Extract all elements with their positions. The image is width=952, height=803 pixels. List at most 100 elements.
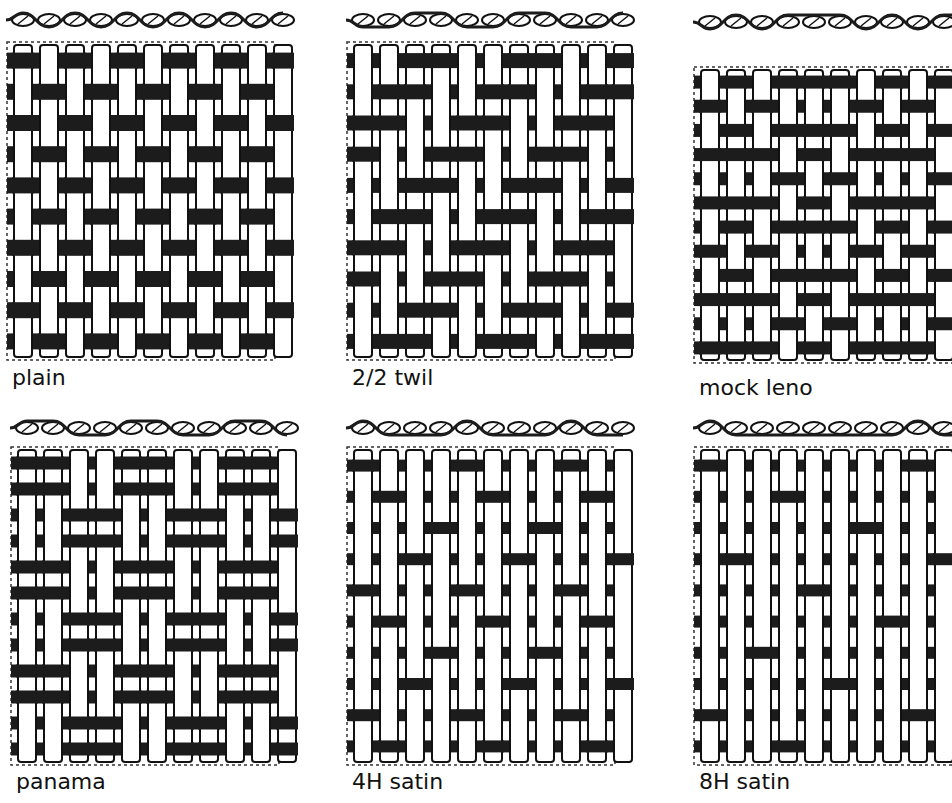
weft-float	[907, 100, 929, 113]
weft-float	[250, 691, 272, 704]
weft-float	[699, 709, 721, 721]
weft-float	[120, 587, 142, 600]
weft-float	[777, 740, 799, 752]
weft-float	[194, 146, 216, 162]
weft-float	[803, 124, 825, 137]
weft-float	[430, 303, 452, 318]
weft-float	[224, 691, 246, 704]
warp-yarn	[432, 450, 450, 762]
weft-float	[612, 178, 634, 193]
weft-float	[508, 553, 530, 565]
weave-name: 2/2 twil	[352, 366, 433, 390]
weft-float	[881, 221, 903, 234]
weft-float	[881, 269, 903, 282]
weft-float	[68, 613, 90, 626]
section-hatch	[152, 424, 162, 432]
weft-float	[560, 116, 582, 131]
weft-float	[146, 691, 168, 704]
section-hatch	[757, 424, 767, 432]
warp-yarn	[122, 450, 140, 762]
weft-float	[224, 587, 246, 600]
weft-float	[90, 271, 112, 287]
weft-float	[612, 553, 634, 565]
section-hatch	[566, 424, 576, 432]
weft-float	[116, 240, 138, 256]
weft-float	[829, 124, 851, 137]
weft-float	[198, 717, 220, 730]
weft-float	[272, 177, 294, 193]
section-hatch	[174, 16, 184, 24]
weft-float	[751, 100, 773, 113]
weft-float	[42, 587, 64, 600]
section-hatch	[178, 424, 188, 432]
weft-float	[90, 209, 112, 225]
warp-yarn	[226, 450, 244, 762]
weft-float	[90, 84, 112, 100]
section-hatch	[913, 424, 923, 432]
weft-float	[378, 334, 400, 349]
weft-yarn	[347, 116, 615, 131]
weft-float	[352, 147, 374, 162]
section-hatch	[540, 424, 550, 432]
fabric-edge	[694, 67, 952, 363]
weft-float	[272, 302, 294, 318]
weft-float	[378, 491, 400, 503]
section-hatch	[204, 424, 214, 432]
warp-section	[829, 422, 851, 434]
weft-float	[142, 209, 164, 225]
section-hatch	[705, 18, 715, 26]
warp-yarn	[18, 450, 36, 762]
warp-section	[855, 422, 877, 434]
weft-float	[172, 613, 194, 626]
weft-float	[586, 334, 608, 349]
section-hatch	[488, 16, 498, 24]
section-hatch	[783, 18, 793, 26]
weft-float	[881, 196, 903, 209]
weft-section	[6, 13, 283, 27]
weft-float	[120, 483, 142, 496]
weft-float	[612, 303, 634, 318]
warp-yarn	[562, 45, 580, 357]
weft-float	[276, 743, 298, 756]
warp-yarn	[354, 45, 372, 357]
weft-float	[560, 584, 582, 596]
weft-float	[907, 196, 929, 209]
weft-float	[42, 483, 64, 496]
weft-float	[404, 678, 426, 690]
weft-float	[94, 509, 116, 522]
weft-float	[508, 678, 530, 690]
weft-float	[246, 333, 268, 349]
warp-yarn	[831, 70, 849, 360]
warp-yarn	[753, 450, 771, 762]
warp-yarn	[252, 450, 270, 762]
weft-section	[693, 15, 952, 29]
weft-float	[560, 147, 582, 162]
warp-yarn	[278, 450, 296, 762]
warp-yarn	[510, 450, 528, 762]
weft-float	[12, 177, 34, 193]
section-hatch	[122, 16, 132, 24]
weft-yarn	[11, 483, 279, 496]
weft-float	[68, 535, 90, 548]
section-hatch	[809, 18, 819, 26]
weave-name: panama	[16, 770, 106, 794]
weft-float	[38, 271, 60, 287]
weft-float	[42, 561, 64, 574]
section-hatch	[835, 424, 845, 432]
weft-float	[276, 717, 298, 730]
weft-float	[751, 293, 773, 306]
warp-yarn	[148, 450, 166, 762]
weft-float	[534, 272, 556, 287]
weft-float	[881, 293, 903, 306]
weft-float	[933, 76, 952, 89]
warp-yarn	[909, 70, 927, 360]
weave-panel	[11, 447, 298, 765]
weft-float	[146, 665, 168, 678]
weft-float	[120, 665, 142, 678]
weft-float	[560, 460, 582, 472]
weft-float	[16, 561, 38, 574]
weft-float	[276, 613, 298, 626]
weft-float	[829, 172, 851, 185]
warp-yarn	[536, 450, 554, 762]
weft-float	[352, 116, 374, 131]
